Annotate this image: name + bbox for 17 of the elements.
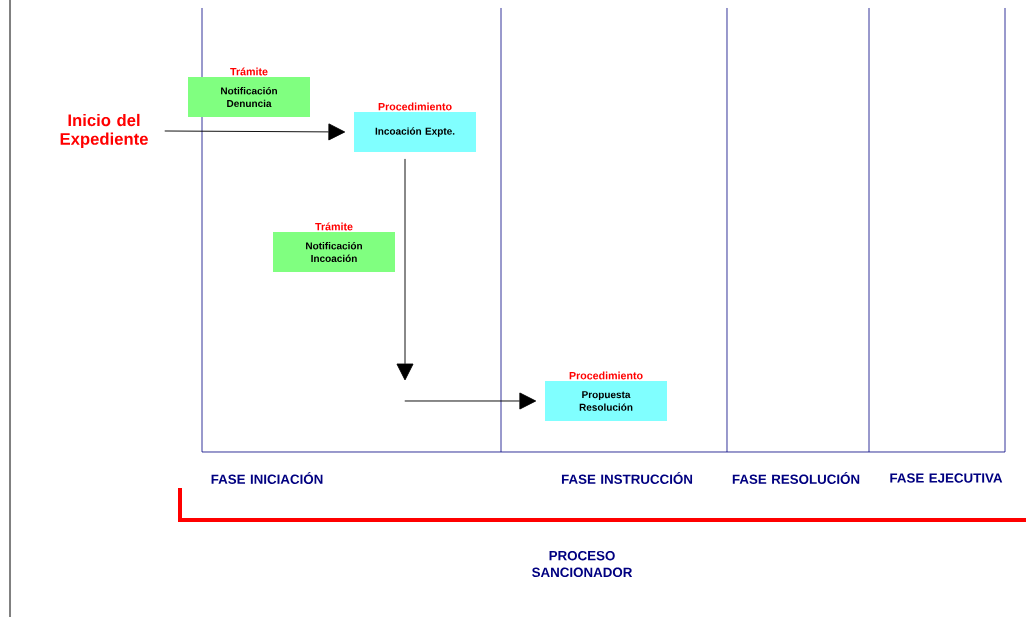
arrow bbox=[164, 123, 346, 141]
phase-label: FASE INSTRUCCIÓN bbox=[561, 472, 693, 484]
step-box: Trámite Notificación Incoación bbox=[273, 222, 395, 272]
node-label: Procedimiento bbox=[569, 371, 643, 380]
phase-label: PROCESO SANCIONADOR bbox=[532, 550, 633, 578]
node-label: Procedimiento bbox=[378, 102, 452, 111]
phase-label: FASE EJECUTIVA bbox=[890, 473, 1003, 483]
step-box: Procedimiento Incoación Expte. bbox=[354, 102, 476, 152]
node-label: Trámite bbox=[315, 222, 353, 231]
step-box: Procedimiento Propuesta Resolución bbox=[545, 371, 667, 421]
arrow bbox=[396, 158, 414, 381]
start-label: Inicio del Expediente bbox=[60, 113, 148, 149]
phase-label: FASE INICIACIÓN bbox=[211, 472, 323, 484]
node-label: Trámite bbox=[230, 67, 268, 76]
step-box: Trámite Notificación Denuncia bbox=[188, 67, 310, 117]
phase-label: FASE RESOLUCIÓN bbox=[732, 472, 860, 484]
arrow bbox=[404, 392, 537, 410]
